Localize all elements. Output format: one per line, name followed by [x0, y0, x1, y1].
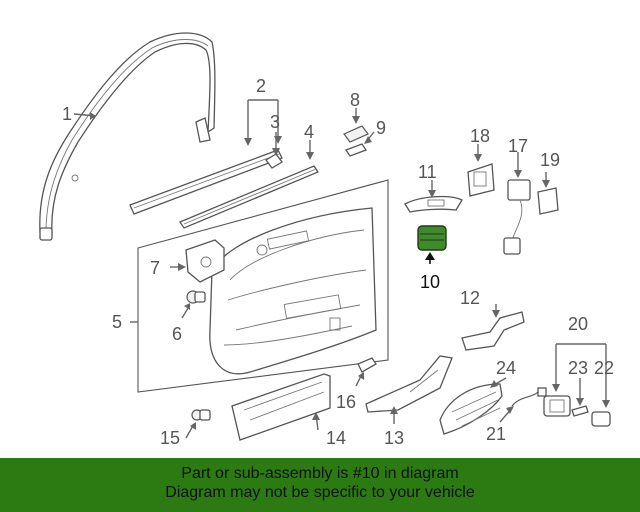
part-3-clip[interactable] [265, 153, 283, 169]
callout-5[interactable]: 5 [112, 312, 122, 332]
callout-8[interactable]: 8 [350, 90, 360, 110]
banner-line-1: Part or sub-assembly is #10 in diagram [181, 465, 459, 482]
part-14-door-pocket[interactable] [231, 373, 331, 441]
part-21-harness-clip[interactable] [511, 387, 547, 407]
callout-11[interactable]: 11 [418, 162, 437, 182]
part-12-armrest-pad[interactable] [461, 311, 525, 351]
callout-7[interactable]: 7 [150, 258, 160, 278]
part-7-bracket[interactable] [185, 239, 225, 283]
part-9-seal[interactable] [345, 143, 367, 157]
callout-1[interactable]: 1 [62, 104, 72, 124]
part-11-switch-bezel[interactable] [404, 195, 463, 213]
callout-6[interactable]: 6 [172, 324, 182, 344]
part-5-door-trim-panel[interactable] [137, 179, 389, 393]
callout-3[interactable]: 3 [270, 112, 280, 132]
callout-labels: 1 2 3 4 5 6 7 8 9 10 11 12 13 14 15 16 1… [62, 76, 614, 448]
part-19-bezel[interactable] [537, 187, 559, 215]
part-24-speaker-grille[interactable] [439, 383, 503, 435]
callout-4[interactable]: 4 [304, 122, 314, 142]
part-4-inner-belt-molding[interactable] [179, 165, 319, 229]
callout-21[interactable]: 21 [486, 424, 506, 444]
callout-14[interactable]: 14 [326, 428, 346, 448]
callout-10[interactable]: 10 [420, 272, 440, 292]
part-2-outer-belt-molding[interactable] [129, 149, 283, 215]
part-17-switch-harness[interactable] [503, 179, 531, 255]
banner-line-2: Diagram may not be specific to your vehi… [165, 484, 475, 501]
info-banner: Part or sub-assembly is #10 in diagram D… [0, 458, 640, 512]
callout-20[interactable]: 20 [568, 314, 588, 334]
callout-23[interactable]: 23 [568, 358, 588, 378]
part-22-switch[interactable] [591, 411, 611, 427]
callout-22[interactable]: 22 [594, 358, 614, 378]
part-13-lower-trim[interactable] [365, 355, 453, 413]
callout-19[interactable]: 19 [540, 150, 560, 170]
part-8-cover[interactable] [343, 125, 369, 143]
part-1-door-frame-seal[interactable] [39, 32, 216, 241]
callout-13[interactable]: 13 [384, 428, 404, 448]
callout-24[interactable]: 24 [496, 358, 516, 378]
callout-17[interactable]: 17 [508, 136, 528, 156]
part-10-switch-highlighted[interactable] [417, 225, 447, 251]
part-18-plate[interactable] [467, 163, 495, 197]
arrow-heads [90, 112, 610, 430]
exploded-parts-diagram: 1 2 3 4 5 6 7 8 9 10 11 12 13 14 15 16 1… [39, 32, 614, 448]
callout-15[interactable]: 15 [160, 428, 180, 448]
callout-16[interactable]: 16 [336, 392, 356, 412]
callout-9[interactable]: 9 [376, 118, 386, 138]
part-6-clip[interactable] [186, 290, 206, 304]
part-23-clip[interactable] [571, 405, 589, 417]
part-15-screw[interactable] [191, 409, 211, 421]
callout-12[interactable]: 12 [460, 288, 480, 308]
callout-2[interactable]: 2 [256, 76, 266, 96]
part-20-switch[interactable] [543, 395, 571, 417]
part-16-clip[interactable] [357, 357, 377, 373]
callout-18[interactable]: 18 [470, 126, 490, 146]
